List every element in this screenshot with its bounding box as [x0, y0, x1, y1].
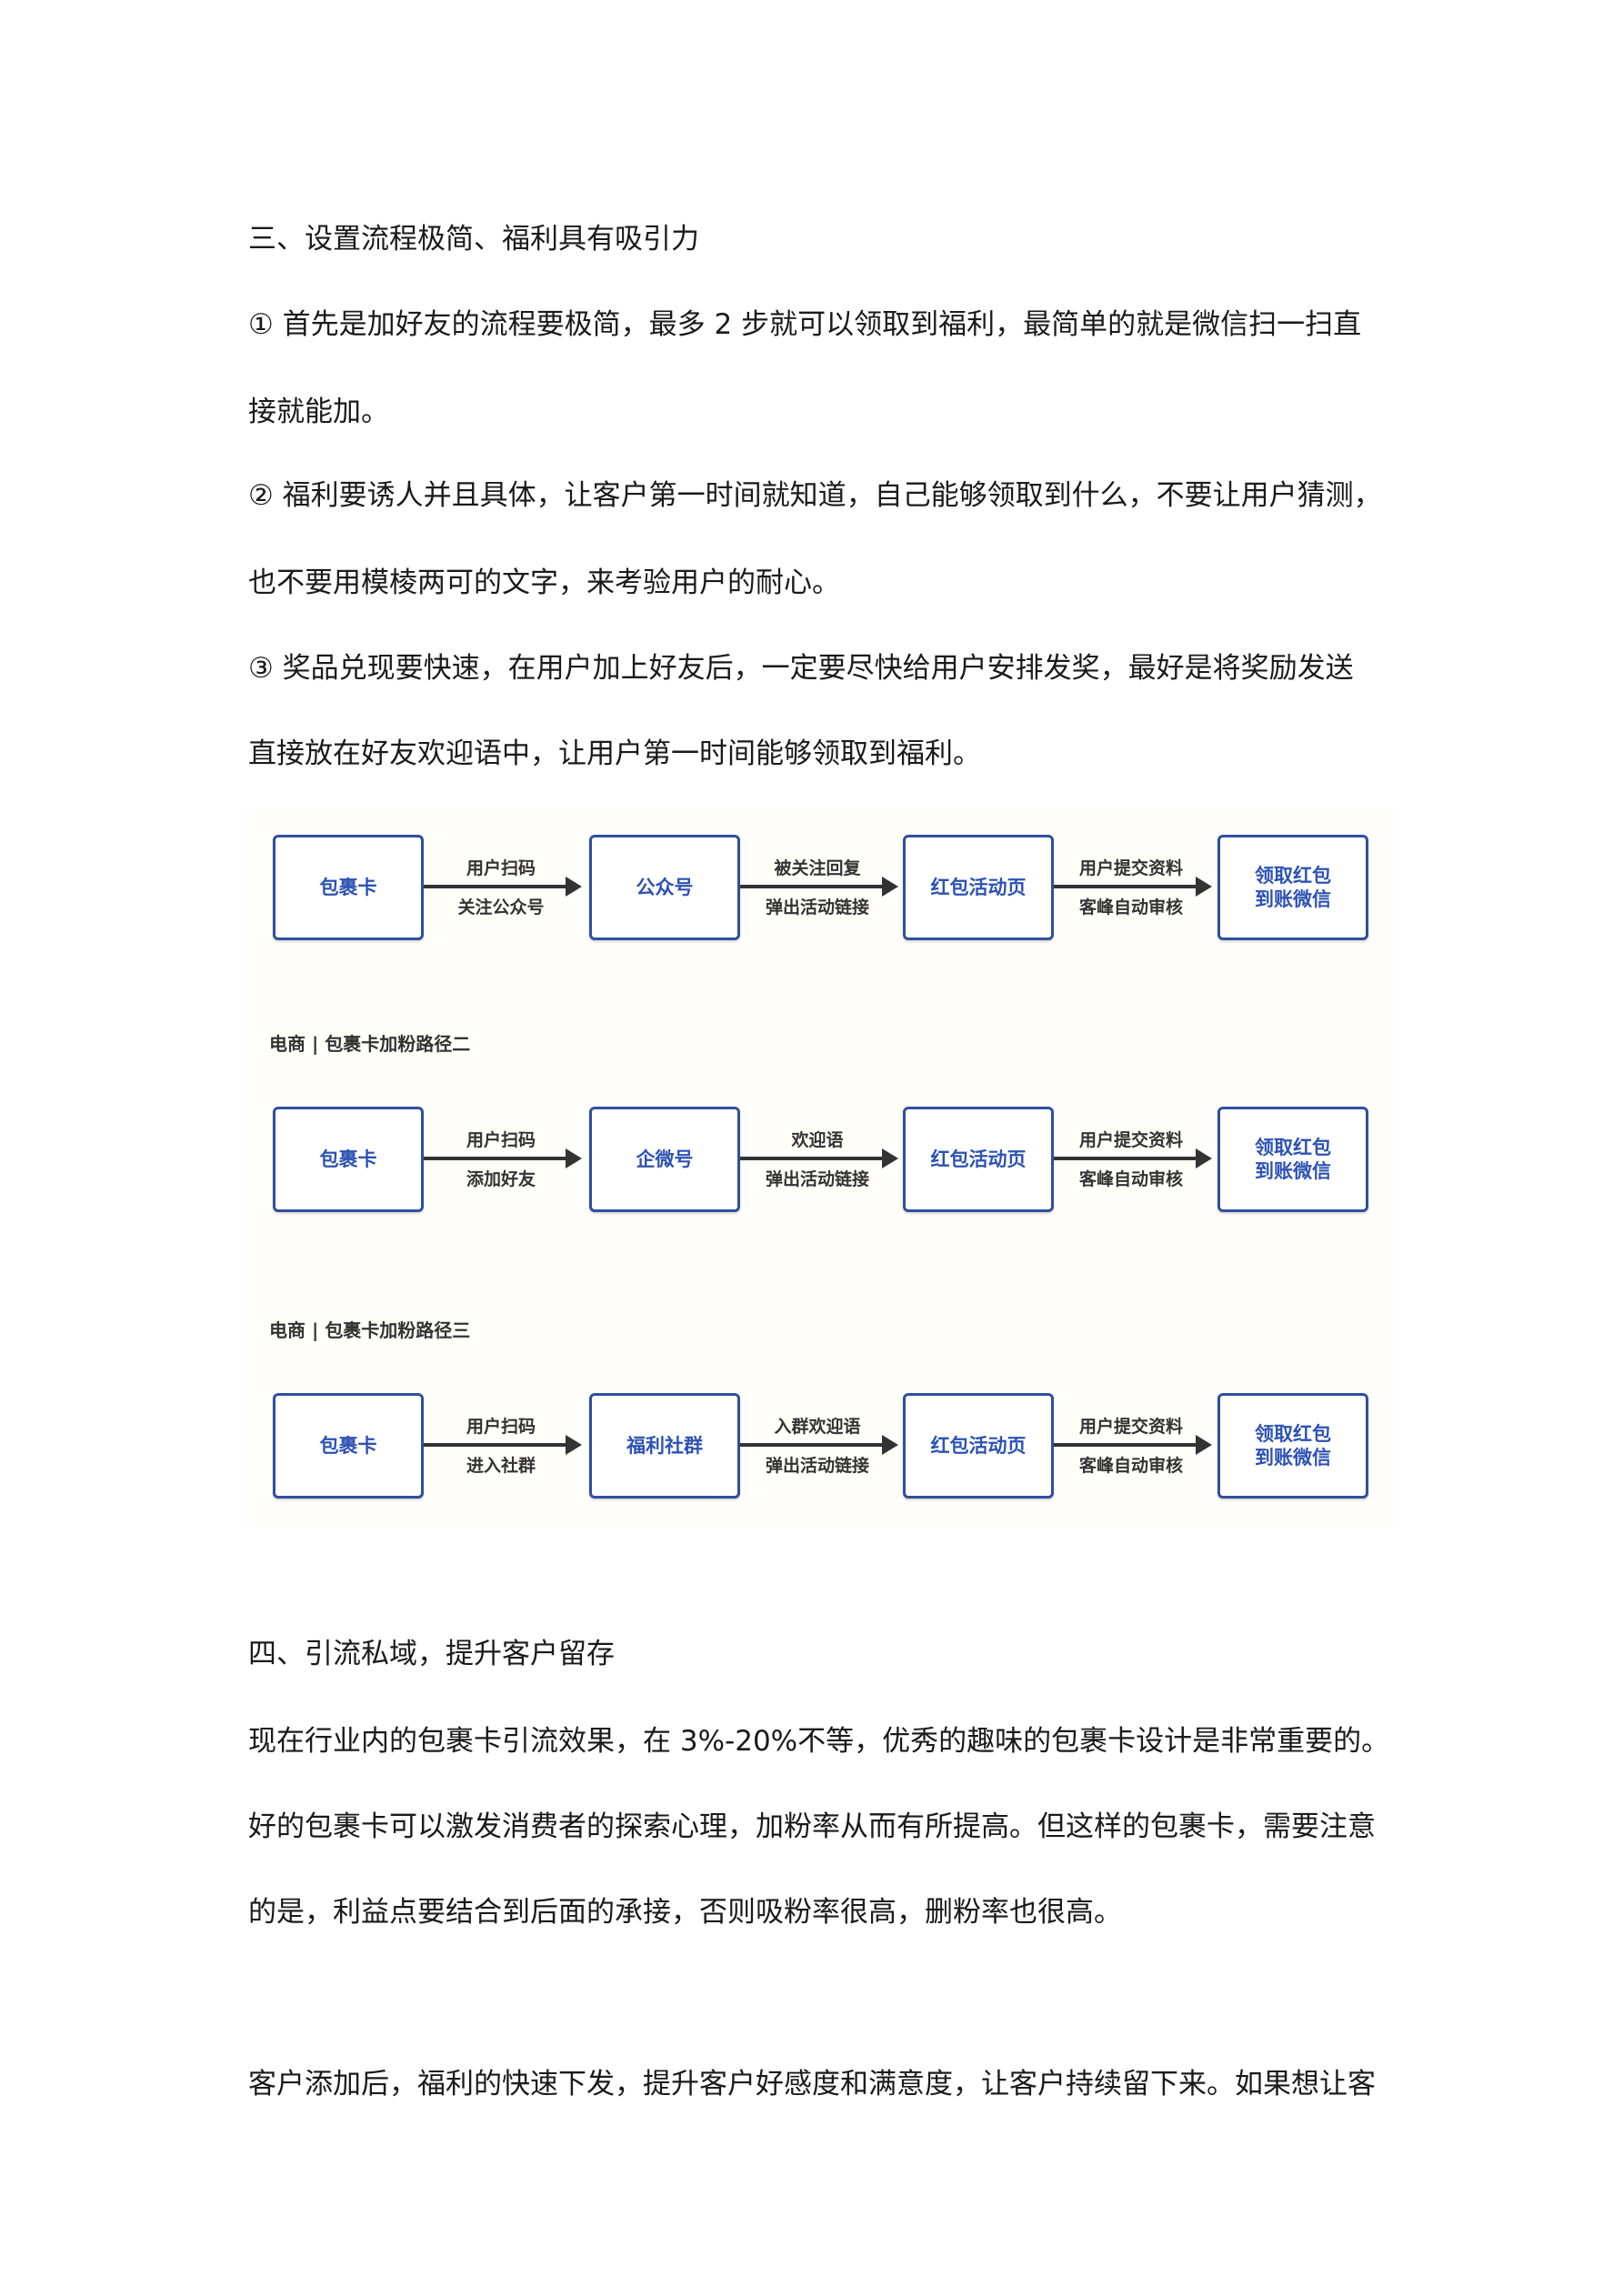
step-label: 添加好友 — [466, 1169, 536, 1189]
flow-diagram: 包裹卡公众号红包活动页领取红包 到账微信用户扫码关注公众号被关注回复弹出活动链接… — [247, 809, 1395, 1528]
step-label: 用户扫码 — [466, 1417, 536, 1437]
arrow-icon — [740, 877, 898, 897]
paragraph-line: 好的包裹卡可以激发消费者的探索心理，加粉率从而有所提高。但这样的包裹卡，需要注意 — [248, 1810, 1376, 1843]
paragraph-line: 接就能加。 — [248, 396, 389, 428]
flow-box: 包裹卡 — [273, 835, 424, 940]
step-label: 用户提交资料 — [1078, 1130, 1183, 1150]
flow-box: 红包活动页 — [903, 835, 1054, 940]
flow-box: 红包活动页 — [903, 1107, 1054, 1212]
step-label: 用户扫码 — [466, 858, 536, 878]
arrow-icon — [424, 1148, 582, 1168]
paragraph-line: ① 首先是加好友的流程要极简，最多 2 步就可以领取到福利，最简单的就是微信扫一… — [248, 308, 1362, 341]
step-label: 用户提交资料 — [1078, 858, 1183, 878]
paragraph-line: 的是，利益点要结合到后面的承接，否则吸粉率很高，删粉率也很高。 — [248, 1896, 1122, 1929]
step-label: 被关注回复 — [774, 858, 861, 878]
flow-box: 包裹卡 — [273, 1393, 424, 1499]
arrow-icon — [1054, 877, 1212, 897]
step-label: 用户扫码 — [466, 1130, 536, 1150]
paragraph-line: 现在行业内的包裹卡引流效果，在 3%-20%不等，优秀的趣味的包裹卡设计是非常重… — [248, 1725, 1390, 1758]
step-label: 进入社群 — [466, 1456, 536, 1476]
paragraph-line: 也不要用模棱两可的文字，来考验用户的耐心。 — [248, 566, 840, 599]
step-label: 欢迎语 — [791, 1130, 844, 1150]
paragraph-line: 直接放在好友欢迎语中，让用户第一时间能够领取到福利。 — [248, 737, 981, 770]
step-label: 弹出活动链接 — [765, 1456, 869, 1476]
step-label: 关注公众号 — [457, 897, 545, 917]
arrow-icon — [740, 1148, 898, 1168]
step-label: 弹出活动链接 — [765, 897, 869, 917]
flow-box: 福利社群 — [589, 1393, 740, 1499]
paragraph-line: ③ 奖品兑现要快速，在用户加上好友后，一定要尽快给用户安排发奖，最好是将奖励发送 — [248, 652, 1354, 685]
step-label: 用户提交资料 — [1078, 1417, 1183, 1437]
section4-heading: 四、引流私域，提升客户留存 — [248, 1638, 615, 1670]
paragraph-line: 客户添加后，福利的快速下发，提升客户好感度和满意度，让客户持续留下来。如果想让客 — [248, 2068, 1376, 2100]
section3-heading: 三、设置流程极简、福利具有吸引力 — [248, 223, 699, 256]
flow-box: 领取红包 到账微信 — [1217, 1107, 1368, 1212]
diagram-row-title: 电商 | 包裹卡加粉路径二 — [269, 1033, 471, 1055]
step-label: 客峰自动审核 — [1078, 1169, 1183, 1189]
paragraph-line: ② 福利要诱人并且具体，让客户第一时间就知道，自己能够领取到什么，不要让用户猜测… — [248, 479, 1382, 512]
flow-box: 红包活动页 — [903, 1393, 1054, 1499]
flow-box: 企微号 — [589, 1107, 740, 1212]
flow-box: 公众号 — [589, 835, 740, 940]
flow-box: 领取红包 到账微信 — [1217, 1393, 1368, 1499]
arrow-icon — [1054, 1148, 1212, 1168]
arrow-icon — [424, 1435, 582, 1455]
step-label: 客峰自动审核 — [1078, 1456, 1183, 1476]
diagram-row-title: 电商 | 包裹卡加粉路径三 — [269, 1319, 471, 1341]
step-label: 客峰自动审核 — [1078, 897, 1183, 917]
step-label: 弹出活动链接 — [765, 1169, 869, 1189]
arrow-icon — [740, 1435, 898, 1455]
arrow-icon — [424, 877, 582, 897]
flow-box: 领取红包 到账微信 — [1217, 835, 1368, 940]
step-label: 入群欢迎语 — [774, 1417, 861, 1437]
flow-box: 包裹卡 — [273, 1107, 424, 1212]
arrow-icon — [1054, 1435, 1212, 1455]
